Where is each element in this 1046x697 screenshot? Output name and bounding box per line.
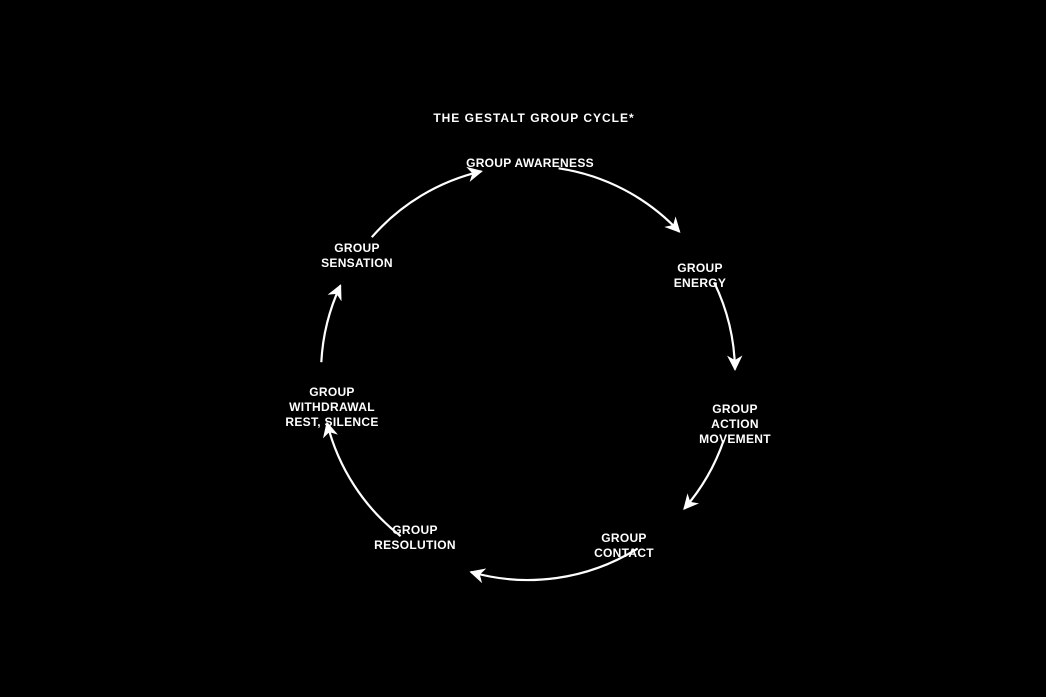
node-label-line: GROUP: [334, 241, 380, 255]
arrow-sensation-to-awareness: [370, 166, 483, 238]
node-label-line: GROUP AWARENESS: [466, 156, 594, 170]
node-group-contact: GROUP CONTACT: [594, 531, 654, 561]
node-label-line: GROUP: [309, 385, 355, 399]
node-group-awareness: GROUP AWARENESS: [466, 156, 594, 171]
node-group-action-movement: GROUP ACTION MOVEMENT: [699, 402, 771, 447]
arrow-withdrawal-to-sensation: [320, 284, 342, 363]
node-label-line: RESOLUTION: [374, 538, 456, 552]
node-label-line: GROUP: [601, 531, 647, 545]
arrow-energy-to-action: [713, 281, 743, 371]
node-label-line: SENSATION: [321, 256, 393, 270]
node-label-line: REST, SILENCE: [285, 415, 379, 429]
arrow-contact-to-resolution: [469, 547, 639, 584]
arrow-action-to-contact: [683, 440, 725, 510]
diagram-title: THE GESTALT GROUP CYCLE*: [433, 111, 635, 125]
node-label-line: MOVEMENT: [699, 432, 771, 446]
node-group-resolution: GROUP RESOLUTION: [374, 523, 456, 553]
arrow-awareness-to-energy: [558, 167, 681, 233]
node-group-withdrawal: GROUP WITHDRAWAL REST, SILENCE: [285, 385, 378, 430]
node-label-line: GROUP: [712, 402, 758, 416]
node-label-line: GROUP: [677, 261, 723, 275]
node-group-sensation: GROUP SENSATION: [321, 241, 393, 271]
node-label-line: WITHDRAWAL: [289, 400, 375, 414]
node-label-line: ENERGY: [673, 276, 727, 290]
node-group-energy: GROUP ENERGY: [674, 261, 726, 291]
arrow-resolution-to-withdrawal: [322, 421, 402, 537]
node-label-line: CONTACT: [594, 546, 654, 560]
node-label-line: GROUP: [392, 523, 438, 537]
node-label-line: ACTION: [711, 417, 759, 431]
